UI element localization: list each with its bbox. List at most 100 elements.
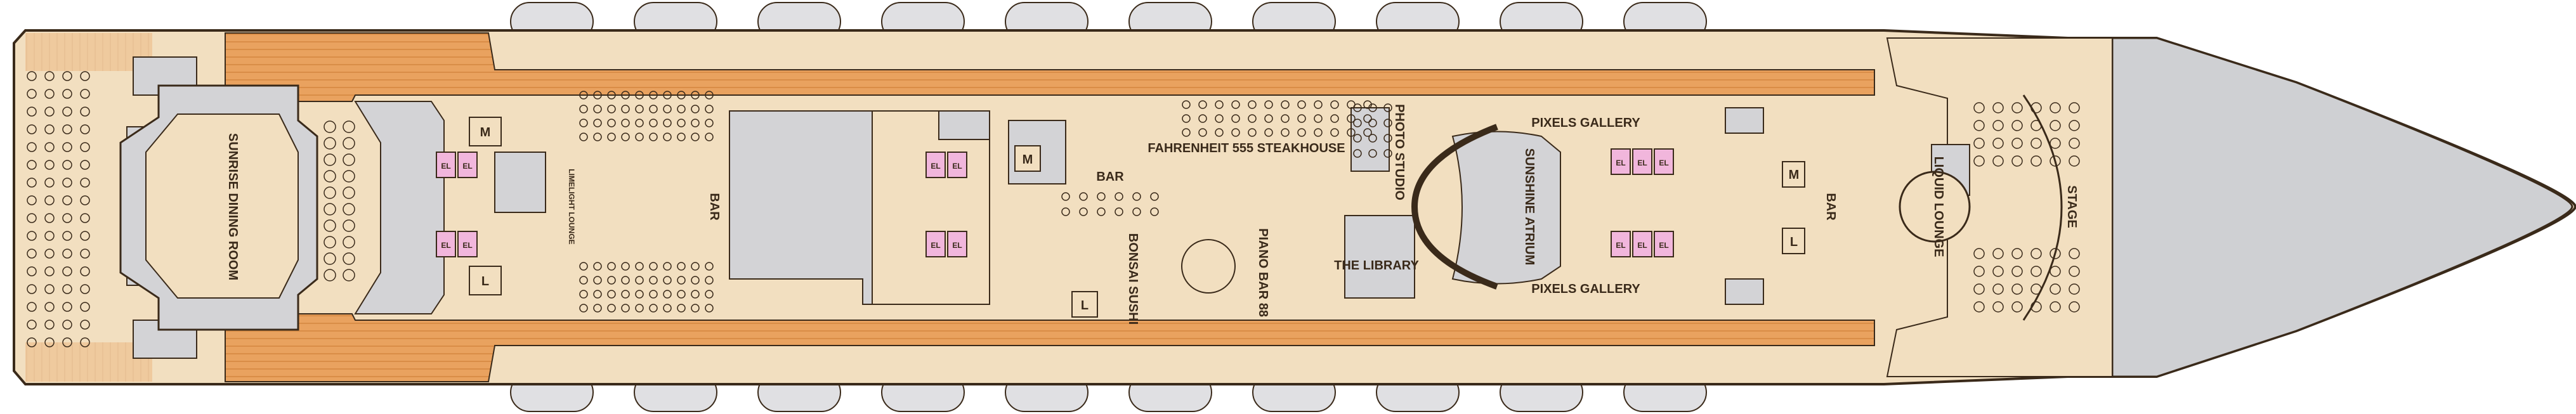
elevator-marker: EL xyxy=(1616,158,1625,167)
seat xyxy=(27,160,37,170)
bar-aft-label: BAR xyxy=(707,193,721,221)
seat xyxy=(1330,114,1339,123)
seat xyxy=(593,91,602,100)
seat xyxy=(80,178,90,188)
seat xyxy=(1150,207,1159,216)
seat xyxy=(607,304,616,313)
seat xyxy=(1330,100,1339,109)
seat xyxy=(27,213,37,223)
elevator-marker: EL xyxy=(1659,241,1668,250)
seat xyxy=(44,284,55,294)
seat xyxy=(62,124,72,134)
seat xyxy=(44,195,55,205)
seat xyxy=(2030,283,2042,295)
seat xyxy=(1264,100,1273,109)
elevator-marker: EL xyxy=(952,241,962,250)
seat xyxy=(579,91,588,100)
seat xyxy=(44,231,55,241)
seat xyxy=(1297,100,1306,109)
seat xyxy=(343,153,355,166)
seat xyxy=(649,105,658,113)
seat xyxy=(2069,120,2080,131)
seat xyxy=(1973,120,1985,131)
seat xyxy=(635,133,644,141)
elevator xyxy=(1632,231,1652,257)
seat xyxy=(1115,207,1123,216)
seat xyxy=(1248,100,1257,109)
seat xyxy=(343,219,355,232)
elevator xyxy=(1654,148,1674,175)
elevator-marker: EL xyxy=(441,241,450,250)
seat xyxy=(44,160,55,170)
seat xyxy=(2030,102,2042,113)
seat xyxy=(343,170,355,183)
seat xyxy=(1132,207,1141,216)
seat xyxy=(677,290,686,299)
seat xyxy=(62,142,72,152)
seat xyxy=(343,186,355,199)
seat xyxy=(649,304,658,313)
seat xyxy=(1992,301,2004,313)
seat xyxy=(663,276,672,285)
seat xyxy=(1383,103,1392,112)
liquid-lounge-label: LIQUID LOUNGE xyxy=(1932,157,1945,257)
elevator-marker: EL xyxy=(952,162,962,171)
seat xyxy=(2069,283,2080,295)
seat xyxy=(27,284,37,294)
seat xyxy=(27,71,37,81)
seat xyxy=(324,153,336,166)
elevator xyxy=(436,152,456,178)
seat xyxy=(62,320,72,330)
seat xyxy=(44,302,55,312)
seat xyxy=(2011,266,2023,277)
seat xyxy=(1182,128,1191,137)
seat xyxy=(1097,207,1106,216)
seat xyxy=(579,105,588,113)
seat xyxy=(44,266,55,276)
seat xyxy=(343,137,355,150)
seat xyxy=(27,231,37,241)
seat xyxy=(607,133,616,141)
seat xyxy=(593,133,602,141)
aft-deck-bottom xyxy=(25,342,152,382)
seat xyxy=(324,120,336,133)
seat xyxy=(691,262,700,271)
elevator-marker: EL xyxy=(1659,158,1668,167)
seat xyxy=(2011,155,2023,167)
seat xyxy=(649,91,658,100)
seat xyxy=(663,105,672,113)
seat xyxy=(705,91,714,100)
piano-bar-piano xyxy=(1181,239,1236,294)
seat xyxy=(2011,301,2023,313)
bar-mid-label: BAR xyxy=(1096,170,1124,184)
elevator xyxy=(947,231,967,257)
elevator xyxy=(1632,148,1652,175)
ladies-room-marker: L xyxy=(481,275,489,288)
seat xyxy=(324,137,336,150)
seat xyxy=(1281,128,1290,137)
seat xyxy=(635,304,644,313)
seat xyxy=(2030,301,2042,313)
seat xyxy=(2050,138,2061,149)
seat xyxy=(635,119,644,127)
seat xyxy=(27,107,37,117)
elevator-marker: EL xyxy=(931,162,940,171)
seat xyxy=(1353,103,1362,112)
seat xyxy=(1992,283,2004,295)
seat xyxy=(579,276,588,285)
elevator xyxy=(925,231,946,257)
seat xyxy=(663,91,672,100)
seat xyxy=(2069,102,2080,113)
sunrise-dining-room-label: SUNRISE DINING ROOM xyxy=(226,133,240,280)
seat xyxy=(1314,100,1323,109)
seat xyxy=(1231,100,1240,109)
seat xyxy=(1297,128,1306,137)
piano-bar-label: PIANO BAR 88 xyxy=(1256,228,1270,317)
seat xyxy=(2069,248,2080,259)
seat xyxy=(2069,301,2080,313)
seat xyxy=(2069,155,2080,167)
seat xyxy=(1347,114,1356,123)
mens-room-marker: M xyxy=(480,126,491,139)
seat xyxy=(80,266,90,276)
elevator-marker: EL xyxy=(1637,158,1647,167)
